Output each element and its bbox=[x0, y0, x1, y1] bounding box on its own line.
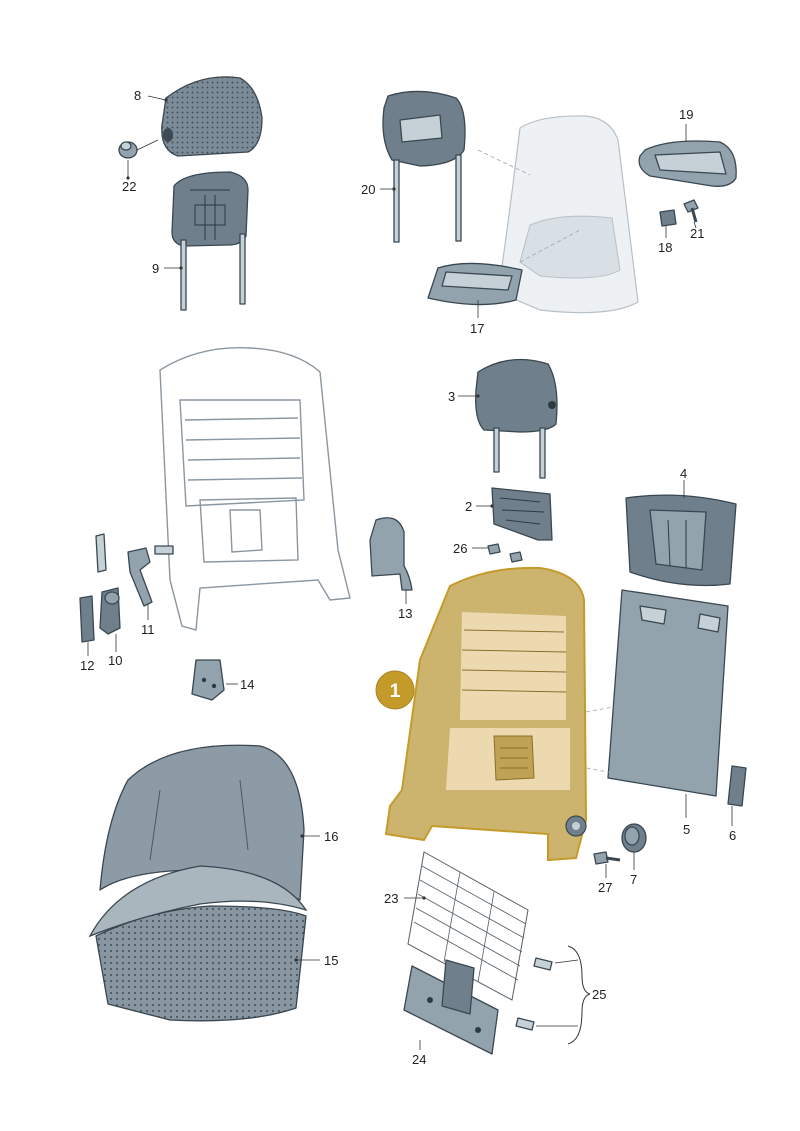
part-22-guide-sleeve[interactable] bbox=[118, 139, 159, 159]
part-17-release-handle[interactable] bbox=[427, 262, 523, 306]
label-25: 25 bbox=[592, 987, 606, 1002]
label-13: 13 bbox=[398, 606, 412, 621]
part-12-cover[interactable] bbox=[79, 533, 107, 643]
label-27: 27 bbox=[598, 880, 612, 895]
label-11: 11 bbox=[141, 622, 155, 637]
part-14-bracket[interactable] bbox=[191, 659, 225, 701]
label-12: 12 bbox=[80, 658, 94, 673]
part-3-headrest[interactable] bbox=[475, 358, 558, 479]
label-6: 6 bbox=[729, 828, 736, 843]
label-26: 26 bbox=[453, 541, 467, 556]
part-27-screw[interactable] bbox=[593, 851, 621, 865]
part-1-backrest-frame-highlighted[interactable] bbox=[384, 566, 588, 862]
part-21-screw[interactable] bbox=[683, 199, 699, 223]
part-6-trim-cap[interactable] bbox=[727, 765, 747, 807]
label-7: 7 bbox=[630, 872, 637, 887]
part-5-back-panel[interactable] bbox=[565, 589, 729, 797]
part-10-knob[interactable] bbox=[99, 587, 121, 635]
label-19: 19 bbox=[679, 107, 693, 122]
part-19-trim-frame[interactable] bbox=[638, 140, 737, 187]
label-18: 18 bbox=[658, 240, 672, 255]
part-11-lever[interactable] bbox=[127, 545, 174, 607]
part-7-adjustment-knob[interactable] bbox=[621, 823, 647, 853]
backrest-outline bbox=[477, 115, 639, 314]
part-24-mounting-plate[interactable] bbox=[403, 959, 499, 1055]
part-20-headrest-guide[interactable] bbox=[382, 90, 466, 243]
part-2-guide-mechanism[interactable] bbox=[491, 487, 553, 541]
backrest-frame-outline bbox=[159, 346, 351, 631]
highlight-badge-label: 1 bbox=[390, 681, 401, 702]
part-labels: 8 22 9 20 19 18 21 17 3 2 26 4 13 14 11 … bbox=[80, 88, 736, 1067]
highlight-badge-part-1[interactable]: 1 bbox=[375, 670, 415, 710]
part-4-lumbar-support[interactable] bbox=[625, 494, 737, 587]
part-15-seat-cushion[interactable] bbox=[95, 905, 307, 1022]
label-16: 16 bbox=[324, 829, 338, 844]
label-5: 5 bbox=[683, 822, 690, 837]
label-24: 24 bbox=[412, 1052, 426, 1067]
label-10: 10 bbox=[108, 653, 122, 668]
part-13-side-cover[interactable] bbox=[369, 517, 413, 591]
part-25-springs[interactable] bbox=[515, 945, 591, 1045]
label-8: 8 bbox=[134, 88, 141, 103]
label-20: 20 bbox=[361, 182, 375, 197]
part-18-clip[interactable] bbox=[659, 209, 677, 227]
label-3: 3 bbox=[448, 389, 455, 404]
label-21: 21 bbox=[690, 226, 704, 241]
label-2: 2 bbox=[465, 499, 472, 514]
label-22: 22 bbox=[122, 179, 136, 194]
leader-lines bbox=[87, 95, 733, 1050]
part-26-screws[interactable] bbox=[487, 543, 523, 563]
label-23: 23 bbox=[384, 891, 398, 906]
label-15: 15 bbox=[324, 953, 338, 968]
part-16-seat-cover[interactable] bbox=[88, 744, 308, 938]
label-17: 17 bbox=[470, 321, 484, 336]
label-9: 9 bbox=[152, 261, 159, 276]
part-9-headrest-frame[interactable] bbox=[171, 171, 249, 311]
part-8-headrest-cushion[interactable] bbox=[161, 76, 263, 157]
part-23-spring-mat[interactable] bbox=[407, 851, 529, 1001]
label-4: 4 bbox=[680, 466, 687, 481]
label-14: 14 bbox=[240, 677, 254, 692]
